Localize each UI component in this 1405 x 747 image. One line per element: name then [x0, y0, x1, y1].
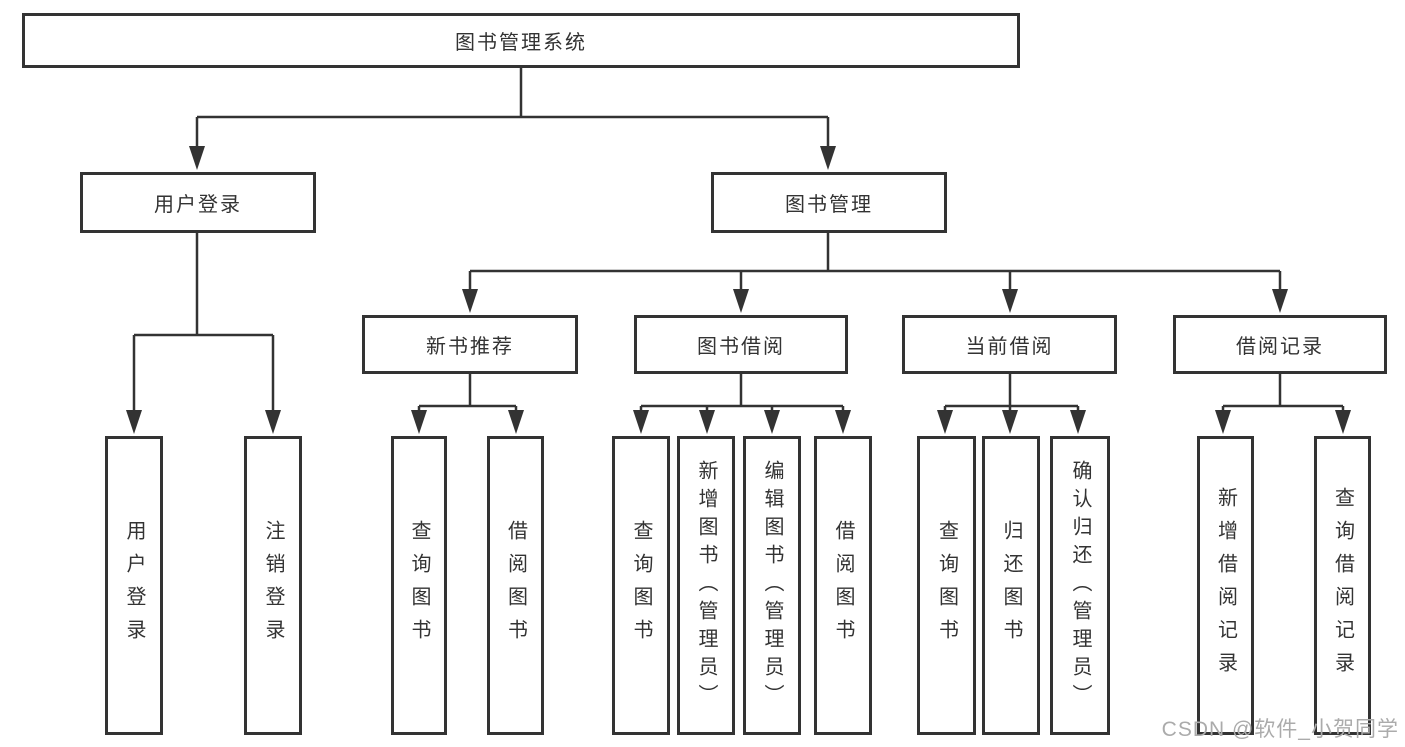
leaf-query-borrow-record-label: 查询借阅记录 [1331, 486, 1354, 685]
leaf-query-books-label: 查询图书 [630, 519, 652, 652]
leaf-edit-book-admin: 编辑图书（管理员） [743, 436, 801, 735]
leaf-query-borrow-record: 查询借阅记录 [1314, 436, 1371, 735]
node-borrowing-records-label: 借阅记录 [1236, 336, 1324, 358]
leaf-add-borrow-record-label: 新增借阅记录 [1214, 486, 1237, 685]
leaf-return-books-label: 归还图书 [1000, 519, 1022, 652]
leaf-borrow-books-label: 借阅图书 [832, 519, 854, 652]
node-user-login: 用户登录 [80, 172, 316, 233]
leaf-user-login: 用户登录 [105, 436, 163, 735]
node-user-login-label: 用户登录 [154, 194, 242, 216]
node-book-management: 图书管理 [711, 172, 947, 233]
leaf-query-books: 查询图书 [612, 436, 670, 735]
node-borrowing-records: 借阅记录 [1173, 315, 1387, 374]
leaf-add-book-admin: 新增图书（管理员） [677, 436, 735, 735]
leaf-logout: 注销登录 [244, 436, 302, 735]
node-root-label: 图书管理系统 [455, 32, 587, 54]
leaf-user-login-label: 用户登录 [123, 519, 145, 652]
leaf-query-books-label: 查询图书 [408, 519, 430, 652]
node-new-book-recommendation-label: 新书推荐 [426, 336, 514, 358]
node-new-book-recommendation: 新书推荐 [362, 315, 578, 374]
leaf-edit-book-admin-label: 编辑图书（管理员） [761, 459, 783, 712]
leaf-borrow-books-label: 借阅图书 [504, 519, 527, 652]
leaf-query-books: 查询图书 [917, 436, 976, 735]
leaf-add-borrow-record: 新增借阅记录 [1197, 436, 1254, 735]
csdn-watermark: CSDN @软件_小贺同学 [1161, 718, 1399, 741]
arrow-down-icons [126, 146, 1351, 434]
node-book-borrowing: 图书借阅 [634, 315, 848, 374]
node-book-management-label: 图书管理 [785, 194, 873, 216]
leaf-confirm-return-admin-label: 确认归还（管理员） [1069, 459, 1091, 712]
leaf-borrow-books: 借阅图书 [814, 436, 872, 735]
node-root: 图书管理系统 [22, 13, 1020, 68]
leaf-return-books: 归还图书 [982, 436, 1040, 735]
leaf-confirm-return-admin: 确认归还（管理员） [1050, 436, 1110, 735]
node-book-borrowing-label: 图书借阅 [697, 336, 785, 358]
leaf-query-books-label: 查询图书 [935, 519, 958, 652]
leaf-borrow-books: 借阅图书 [487, 436, 544, 735]
leaf-logout-label: 注销登录 [262, 519, 284, 652]
node-current-borrowing: 当前借阅 [902, 315, 1117, 374]
leaf-add-book-admin-label: 新增图书（管理员） [695, 459, 717, 712]
leaf-query-books: 查询图书 [391, 436, 447, 735]
node-current-borrowing-label: 当前借阅 [965, 336, 1054, 358]
